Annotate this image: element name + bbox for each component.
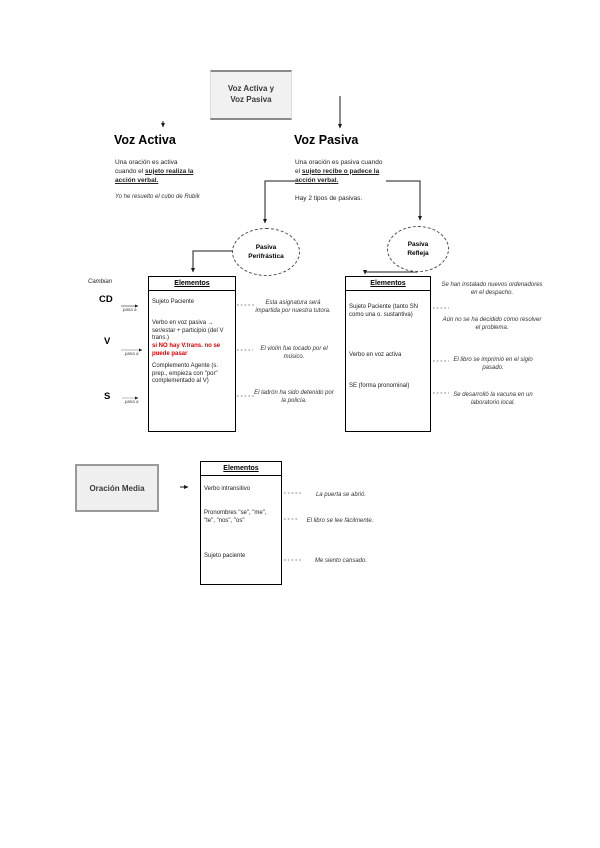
bubble-refleja-line2: Refleja bbox=[407, 250, 429, 257]
refleja-example-4: Se desarrolló la vacuna en un laboratori… bbox=[453, 392, 533, 407]
refleja-example-1: Se han instalado nuevos ordenadores en e… bbox=[441, 282, 543, 297]
refleja-example-3: El libro se imprimió en el siglo pasado. bbox=[453, 357, 533, 372]
table-row-sujeto-paciente: Sujeto paciente bbox=[204, 553, 246, 560]
table-row-sujeto-paciente: Sujeto Paciente (tanto SN como una o. su… bbox=[349, 304, 419, 318]
cambian-s: S bbox=[104, 391, 111, 402]
oracion-media-example-3: Me siento cansado. bbox=[314, 558, 368, 564]
table-row-complemento-agente: Complemento Agente (s. prep., empieza co… bbox=[152, 362, 219, 385]
oracion-media-table-body: Verbo intransitivo Pronombres "se", "me"… bbox=[201, 476, 281, 584]
voz-pasiva-description: Una oración es pasiva cuando el sujeto r… bbox=[295, 159, 383, 186]
perifrastica-table-body: Sujeto Paciente Verbo en voz pasiva → se… bbox=[149, 291, 235, 431]
voz-activa-example: Yo he resuelto el cubo de Rubik bbox=[115, 194, 200, 200]
cambian-cd-note: pasa a bbox=[123, 307, 137, 312]
voz-activa-heading: Voz Activa bbox=[114, 133, 176, 147]
oracion-media-table: Elementos Verbo intransitivo Pronombres … bbox=[200, 461, 282, 585]
cambian-cd: CD bbox=[99, 294, 113, 305]
table-row-se-pronominal: SE (forma pronominal) bbox=[349, 383, 410, 390]
oracion-media-label: Oración Media bbox=[89, 483, 145, 493]
oracion-media-example-1: La puerta se abrió. bbox=[315, 492, 367, 498]
oracion-media-example-2: El libro se lee fácilmente. bbox=[306, 518, 374, 524]
cambian-label: Cambian bbox=[88, 279, 113, 285]
perifrastica-example-3: El ladrón ha sido detenido por la policí… bbox=[254, 390, 334, 405]
title-box-line1: Voz Activa y bbox=[227, 84, 275, 94]
bubble-pasiva-perifrastica: Pasiva Perifrástica bbox=[232, 228, 300, 276]
voz-activa-desc-text: Una oración es activa cuando el bbox=[115, 159, 178, 175]
voz-activa-desc-emphasis: sujeto realiza la acción verbal. bbox=[115, 167, 194, 184]
table-row-pronombres: Pronombres "se", "me", "te", "nos", "os" bbox=[204, 509, 267, 524]
table-row-warning: si NO hay V.trans. no se puede pasar bbox=[152, 343, 221, 357]
refleja-table-body: Sujeto Paciente (tanto SN como una o. su… bbox=[346, 291, 430, 431]
arrow-perifrastica-to-table bbox=[191, 250, 233, 273]
perifrastica-example-2: El violín fue tocado por el músico. bbox=[260, 346, 328, 361]
cambian-s-note: pasa a bbox=[125, 399, 139, 404]
voz-pasiva-note: Hay 2 tipos de pasivas. bbox=[295, 195, 363, 202]
cambian-v-note: pasa a bbox=[125, 351, 139, 356]
table-row-verbo-activa: Verbo en voz activa bbox=[349, 351, 402, 358]
oracion-media-table-header: Elementos bbox=[201, 462, 281, 476]
table-row-sujeto-paciente: Sujeto Paciente bbox=[152, 299, 195, 305]
bubble-refleja-line1: Pasiva bbox=[407, 240, 429, 248]
voz-activa-description: Una oración es activa cuando el sujeto r… bbox=[115, 159, 197, 185]
bubble-perifrastica-line1: Pasiva bbox=[255, 243, 277, 251]
table-row-verbo-intransitivo: Verbo intransitivo bbox=[204, 486, 251, 492]
cambian-v: V bbox=[104, 336, 111, 347]
voz-pasiva-desc-emphasis: sujeto recibe o padece la acción verbal. bbox=[295, 167, 380, 184]
bubble-pasiva-refleja: Pasiva Refleja bbox=[387, 226, 449, 272]
table-row-verbo-pasiva: Verbo en voz pasiva → ser/estar + partic… bbox=[152, 319, 224, 342]
bubble-perifrastica-line2: Perifrástica bbox=[248, 253, 284, 260]
arrow-to-perifrastica-bubble bbox=[263, 180, 297, 224]
perifrastica-table: Elementos Sujeto Paciente Verbo en voz p… bbox=[148, 276, 236, 432]
refleja-example-2: Aún no se ha decidido cómo resolver el p… bbox=[442, 317, 542, 332]
voz-pasiva-desc-text: Una oración es pasiva cuando el bbox=[295, 159, 383, 175]
refleja-table: Elementos Sujeto Paciente (tanto SN como… bbox=[345, 276, 431, 432]
perifrastica-example-1: Esta asignatura será impartida por nuest… bbox=[255, 300, 331, 315]
oracion-media-box: Oración Media bbox=[75, 464, 159, 512]
title-box-line2: Voz Pasiva bbox=[230, 95, 272, 104]
voz-pasiva-heading: Voz Pasiva bbox=[294, 133, 359, 147]
perifrastica-table-header: Elementos bbox=[149, 277, 235, 291]
title-box: Voz Activa y Voz Pasiva bbox=[210, 70, 292, 120]
refleja-table-header: Elementos bbox=[346, 277, 430, 291]
